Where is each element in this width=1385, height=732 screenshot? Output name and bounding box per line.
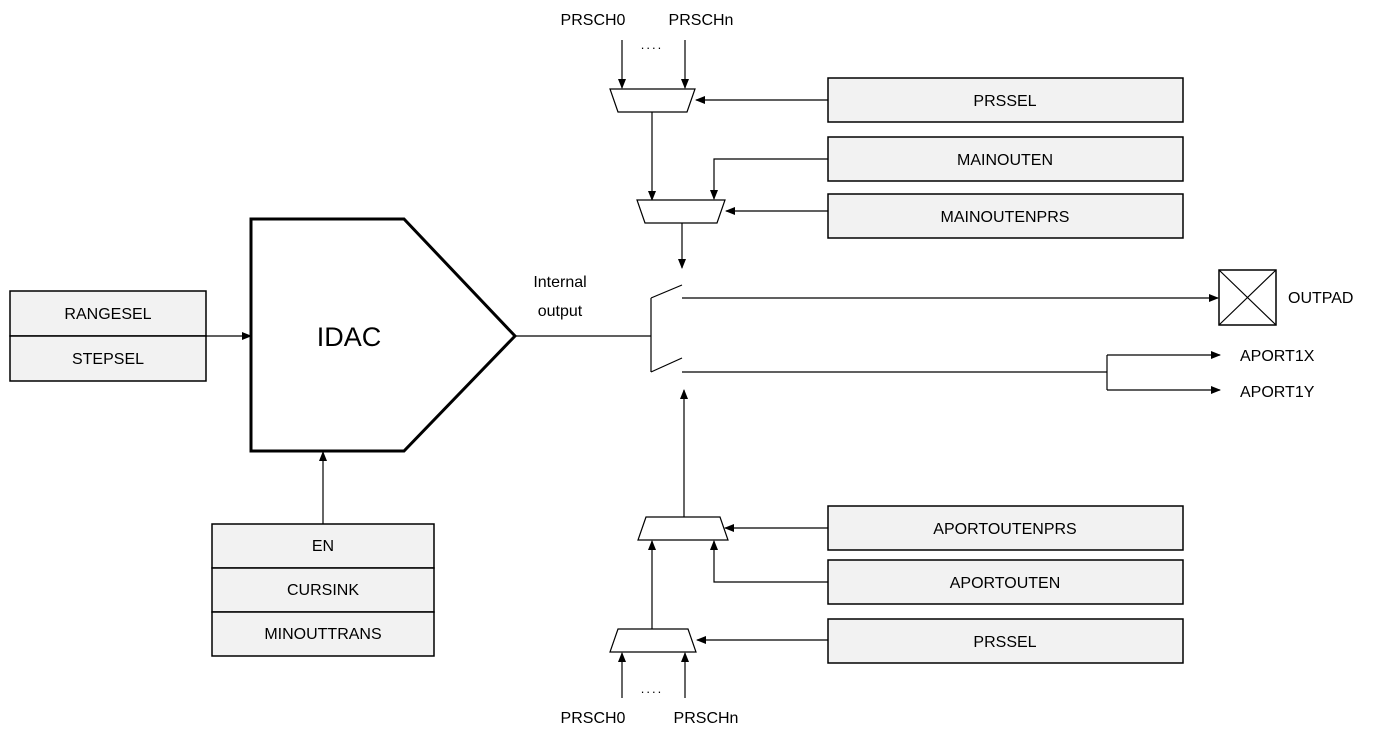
aport1y-label: APORT1Y [1240, 384, 1315, 401]
mainouten-box [827, 136, 1184, 182]
bottom-ellipsis: .... [641, 681, 663, 696]
idac-label: IDAC [317, 322, 382, 352]
mainouten-label: MAINOUTEN [957, 152, 1053, 169]
bottom-prssel-label: PRSSEL [973, 634, 1036, 651]
register-minouttrans: MINOUTTRANS [264, 626, 381, 643]
mainoutenprs-label: MAINOUTENPRS [941, 209, 1070, 226]
register-rangesel: RANGESEL [64, 306, 151, 323]
top-prssel-label: PRSSEL [973, 93, 1036, 110]
top-prsch0-label: PRSCH0 [561, 12, 626, 29]
register-cursink: CURSINK [287, 582, 359, 599]
top-prschn-label: PRSCHn [669, 12, 734, 29]
register-stepsel: STEPSEL [72, 351, 144, 368]
switch-aport [650, 357, 683, 373]
bottom-register-stack: EN CURSINK MINOUTTRANS [211, 523, 435, 657]
switch-main [650, 284, 683, 299]
bottom-prschn-label: PRSCHn [674, 710, 739, 727]
top-ellipsis: .... [641, 37, 663, 52]
aportouten-label: APORTOUTEN [950, 575, 1061, 592]
mainoutenprs-box [827, 193, 1184, 239]
idac-block [249, 217, 518, 453]
mainout-mux [636, 199, 726, 224]
left-register-stack: RANGESEL STEPSEL [9, 290, 207, 382]
aportout-mux [637, 516, 729, 541]
outpad-label: OUTPAD [1288, 290, 1353, 307]
bottom-prsch0-label: PRSCH0 [561, 710, 626, 727]
aportouten-box [827, 559, 1184, 605]
aport1x-label: APORT1X [1240, 348, 1315, 365]
register-en: EN [312, 538, 334, 555]
top-prssel-box [827, 77, 1184, 123]
bottom-prs-mux [609, 628, 697, 653]
bottom-prssel-box [827, 618, 1184, 664]
top-prs-mux [609, 88, 696, 113]
aportoutenprs-label: APORTOUTENPRS [933, 521, 1076, 538]
internal-output-label-1: Internal [533, 274, 586, 291]
internal-output-label-2: output [538, 303, 583, 320]
